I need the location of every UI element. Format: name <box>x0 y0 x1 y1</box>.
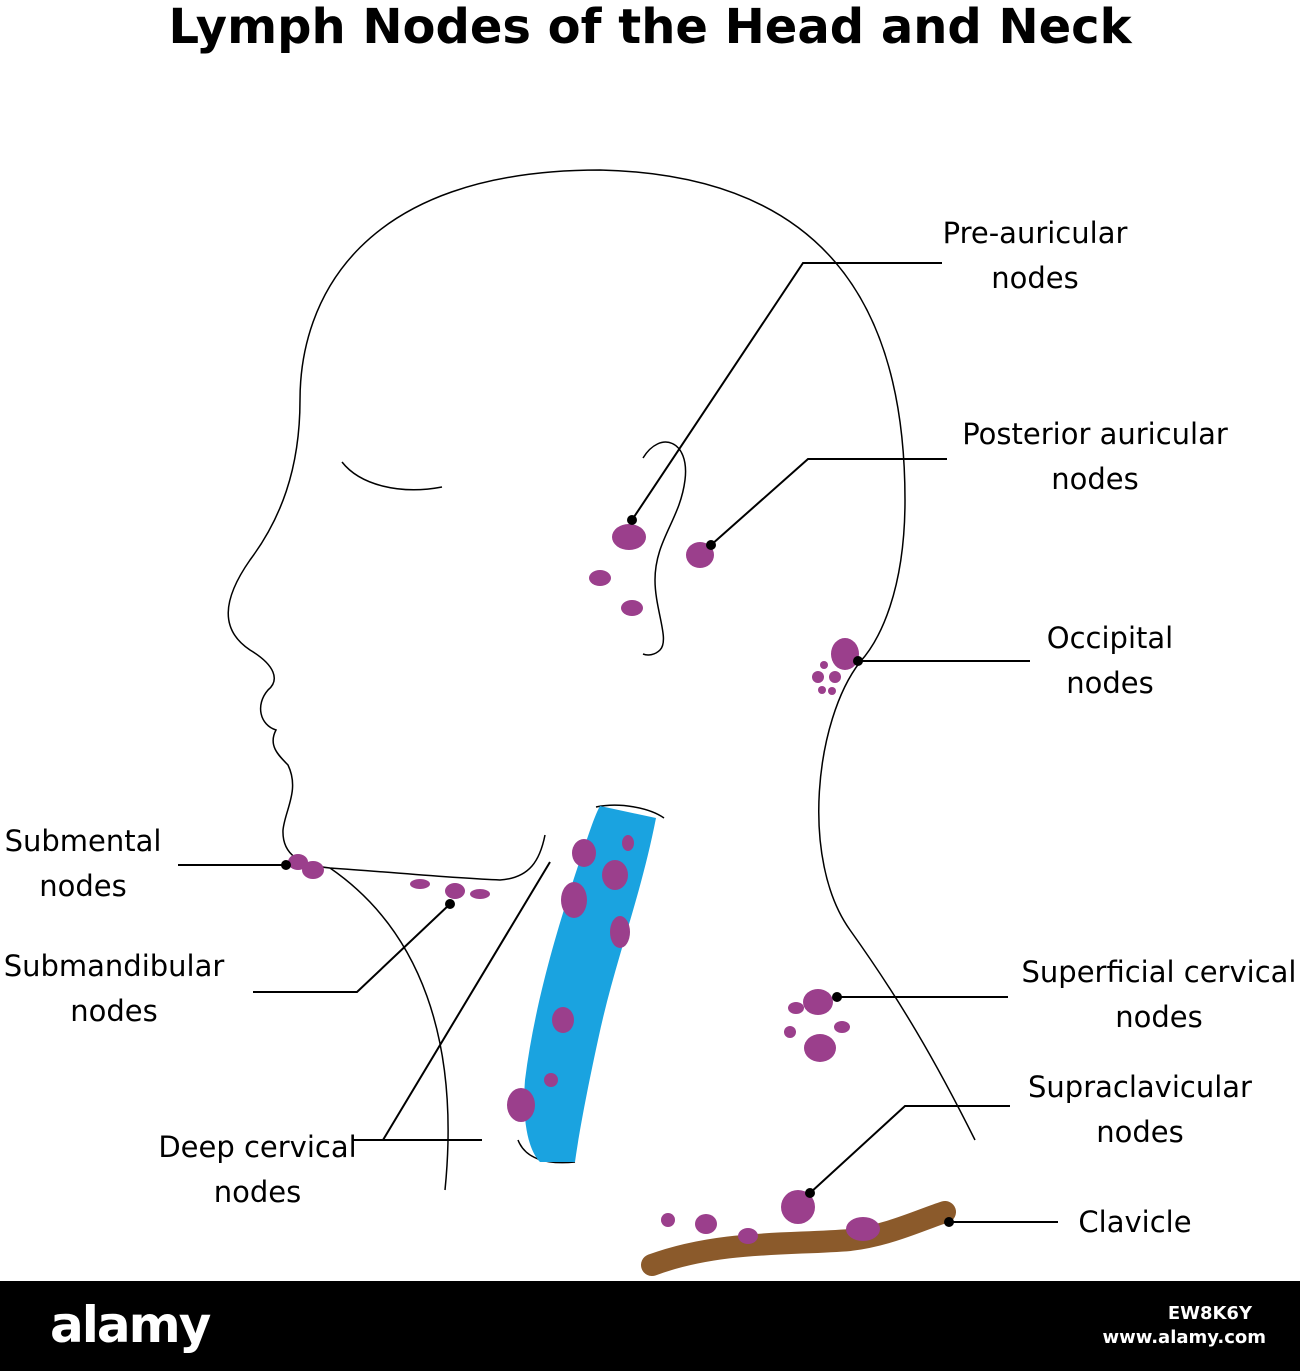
supraclavicular-node <box>738 1228 758 1244</box>
supraclavicular-node <box>846 1217 880 1241</box>
neck-front-line <box>329 867 449 1191</box>
label-pre-auricular: Pre-auricular nodes <box>942 216 1128 295</box>
leader-dots <box>281 515 954 1227</box>
pre-auricular-node <box>612 524 646 550</box>
label-occipital: Occipital nodes <box>1046 621 1174 700</box>
label-superficial-cervical: Superficial cervical nodes <box>1021 955 1297 1034</box>
deep-cervical-node <box>552 1007 574 1033</box>
deep-cervical-node <box>622 835 634 851</box>
pre-auricular-node <box>621 600 643 616</box>
leader-pre-auricular <box>631 262 942 521</box>
image-id: EW8K6Y <box>1167 1303 1252 1324</box>
closed-eye <box>341 461 443 491</box>
deep-cervical-node <box>561 882 587 918</box>
watermark-footer: alamy EW8K6Y www.alamy.com <box>0 1281 1300 1371</box>
deep-cervical-node <box>544 1073 558 1087</box>
head-neck-diagram <box>178 169 1058 1276</box>
neck-inner-line <box>595 804 665 819</box>
label-clavicle: Clavicle <box>1078 1205 1192 1239</box>
face-profile <box>227 399 546 881</box>
superficial-cervical-node <box>784 1026 796 1038</box>
label-submandibular: Submandibular nodes <box>3 949 225 1028</box>
alamy-logo: alamy <box>50 1296 211 1354</box>
deep-cervical-node <box>572 839 596 867</box>
deep-cervical-node <box>602 860 628 890</box>
diagram-title: Lymph Nodes of the Head and Neck <box>168 0 1132 55</box>
submandibular-node <box>470 889 490 899</box>
leader-supraclavicular <box>809 1105 1010 1194</box>
submandibular-node <box>410 879 430 889</box>
label-deep-cervical: Deep cervical nodes <box>158 1130 357 1209</box>
leader-lines <box>178 262 1058 1223</box>
ear-outline <box>642 441 687 656</box>
supraclavicular-node <box>661 1213 675 1227</box>
supraclavicular-node <box>695 1214 717 1234</box>
occipital-node <box>831 638 859 670</box>
jugular-vein <box>524 806 656 1162</box>
superficial-cervical-node <box>804 1034 836 1062</box>
deep-cervical-node <box>507 1088 535 1122</box>
supraclavicular-node <box>781 1190 815 1224</box>
submandibular-node <box>445 883 465 899</box>
label-supraclavicular: Supraclavicular nodes <box>1028 1070 1252 1149</box>
submental-node <box>302 861 324 879</box>
clavicle-bone <box>641 1201 956 1276</box>
lymph-nodes <box>288 524 880 1244</box>
superficial-cervical-node <box>834 1021 850 1033</box>
leader-submandibular <box>253 903 451 993</box>
head-outline <box>299 169 976 1141</box>
superficial-cervical-node <box>803 989 833 1015</box>
label-posterior-auricular: Posterior auricular nodes <box>962 417 1228 496</box>
deep-cervical-node <box>610 916 630 948</box>
superficial-cervical-node <box>788 1002 804 1014</box>
label-submental: Submental nodes <box>4 824 162 903</box>
site-url: www.alamy.com <box>1102 1327 1266 1348</box>
leader-posterior-auricular <box>710 458 947 546</box>
posterior-auricular-node <box>686 542 714 568</box>
pre-auricular-node <box>589 570 611 586</box>
submental-node <box>288 854 308 870</box>
